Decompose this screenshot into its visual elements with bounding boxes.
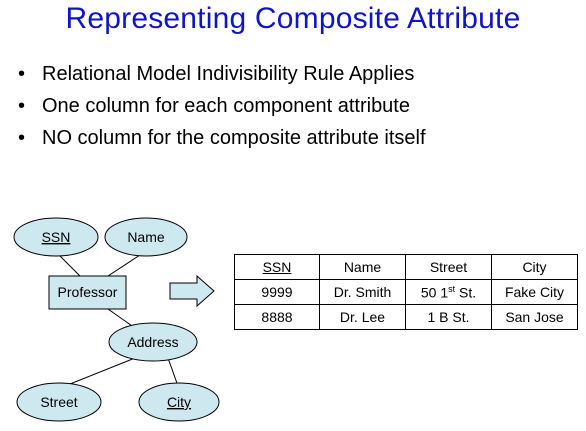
header-name: Name	[319, 254, 406, 280]
bullet-dot: •	[18, 63, 26, 85]
cell-name: Dr. Lee	[319, 304, 406, 330]
attribute-city-ellipse	[138, 382, 220, 422]
bullet-dot: •	[18, 127, 26, 149]
connector-address-city	[167, 357, 179, 387]
connector-name-professor	[107, 254, 141, 277]
bullet-dot: •	[18, 95, 26, 117]
bullet-text: One column for each component attribute	[42, 95, 410, 117]
bullet-text: Relational Model Indivisibility Rule App…	[42, 63, 415, 85]
cell-street: 50 1st St.	[405, 279, 492, 305]
attribute-name-ellipse	[104, 217, 188, 257]
header-ssn: SSN	[234, 254, 320, 280]
attribute-ssn-ellipse	[13, 217, 99, 257]
attribute-street-ellipse	[16, 382, 102, 422]
bullet-item: • One column for each component attribute	[18, 90, 426, 122]
attribute-name-label: Name	[127, 229, 165, 245]
connector-professor-address	[107, 308, 136, 329]
cell-name: Dr. Smith	[319, 279, 406, 305]
cell-ssn: 9999	[234, 279, 320, 305]
table-header-row: SSN Name Street City	[234, 254, 578, 280]
professor-table: SSN Name Street City 9999 Dr. Smith 50 1…	[234, 254, 578, 330]
connector-address-street	[59, 357, 136, 389]
entity-professor-label: Professor	[58, 284, 118, 300]
attribute-street-label: Street	[40, 394, 77, 410]
block-right-arrow-icon	[169, 274, 215, 308]
entity-professor-box	[48, 275, 127, 310]
attribute-city-label: City	[167, 394, 191, 410]
bullet-item: • Relational Model Indivisibility Rule Ap…	[18, 58, 426, 90]
header-city: City	[491, 254, 578, 280]
cell-city: Fake City	[491, 279, 578, 305]
slide-title: Representing Composite Attribute	[65, 2, 521, 35]
attribute-address-label: Address	[127, 334, 178, 350]
bullet-item: • NO column for the composite attribute i…	[18, 122, 426, 154]
attribute-ssn-label: SSN	[42, 229, 71, 245]
cell-city: San Jose	[491, 304, 578, 330]
bullet-text: NO column for the composite attribute it…	[42, 127, 426, 149]
cell-street: 1 B St.	[405, 304, 492, 330]
table-row: 9999 Dr. Smith 50 1st St. Fake City	[234, 279, 578, 305]
connector-ssn-professor	[59, 255, 81, 277]
header-street: Street	[405, 254, 492, 280]
bullet-list: • Relational Model Indivisibility Rule Ap…	[18, 58, 426, 154]
attribute-address-ellipse	[108, 322, 198, 362]
table-row: 8888 Dr. Lee 1 B St. San Jose	[234, 304, 578, 330]
cell-ssn: 8888	[234, 304, 320, 330]
